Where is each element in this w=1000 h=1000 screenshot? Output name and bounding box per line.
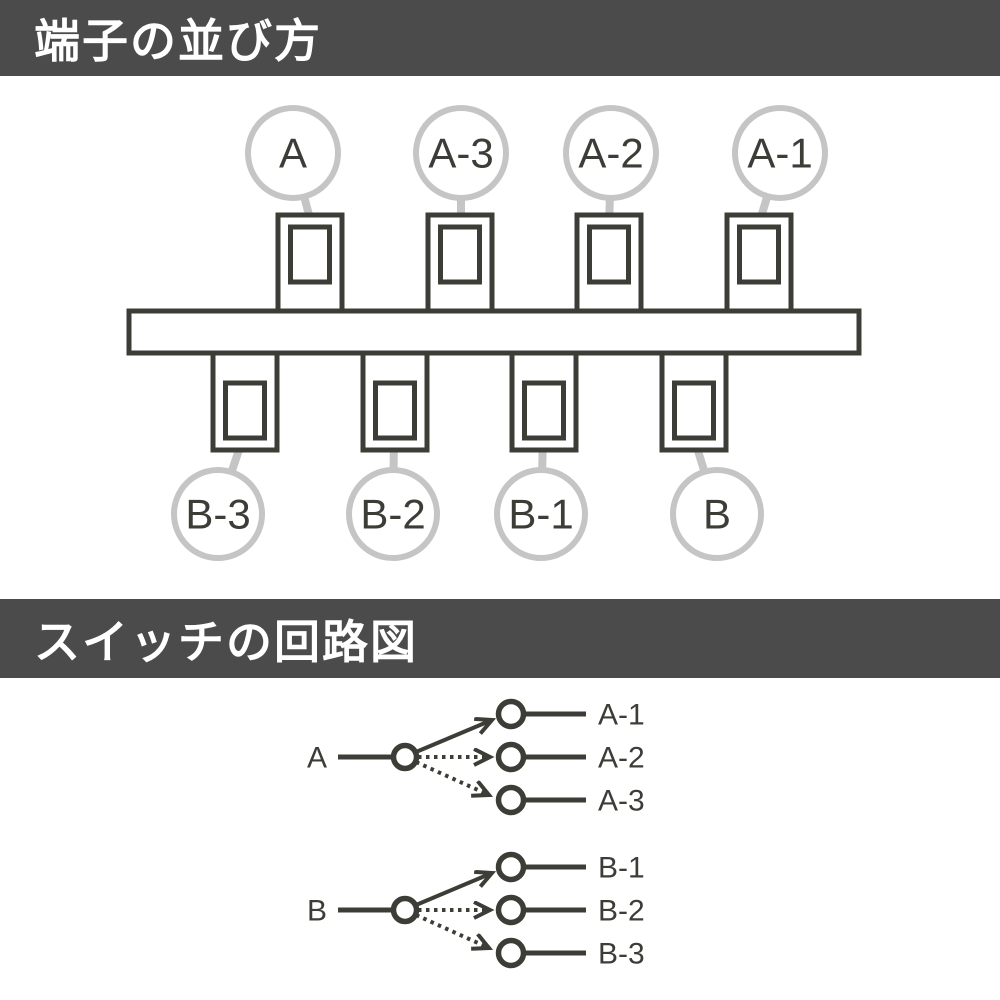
switch-a-output-node-a2 xyxy=(495,741,527,773)
section-header-terminals: 端子の並び方 xyxy=(0,0,1000,76)
switch-b-output-label-b1: B-1 xyxy=(598,852,645,885)
terminal-block-b1 xyxy=(509,350,579,453)
switch-a-output-node-a1 xyxy=(495,698,527,730)
terminal-slot-a xyxy=(288,224,332,285)
circle-label-a1: A-1 xyxy=(747,130,812,177)
switch-a-arrow-solid-a1 xyxy=(415,720,492,754)
switch-b-common-node xyxy=(390,895,420,925)
switch-a-output-label-a3: A-3 xyxy=(598,785,645,818)
switch-b-output-node-b1 xyxy=(495,851,527,883)
circle-a xyxy=(245,105,341,201)
switch-a-output-label-a1: A-1 xyxy=(598,699,645,732)
switch-b-output-node-b2 xyxy=(495,894,527,926)
section-title-circuit: スイッチの回路図 xyxy=(34,615,418,668)
circle-a2 xyxy=(563,105,659,201)
top-callout-circles: A A-3 A-2 A-1 xyxy=(245,105,828,201)
circle-label-a3: A-3 xyxy=(428,130,493,177)
terminal-slot-a2 xyxy=(587,224,631,285)
terminal-slot-b3 xyxy=(223,380,267,441)
circle-b2 xyxy=(346,467,440,561)
terminal-slot-a3 xyxy=(438,224,482,285)
circle-a3 xyxy=(413,105,509,201)
switch-b-output-node-b3 xyxy=(495,937,527,969)
circle-label-b: B xyxy=(703,491,731,538)
switch-b-arrow-solid-b1 xyxy=(415,873,492,907)
switch-b-arrow-dotted-b3 xyxy=(415,913,489,948)
switch-a-common-node xyxy=(390,742,420,772)
terminal-arrangement-diagram: A A-3 A-2 A-1 B-3 B-2 B-1 B xyxy=(126,105,862,561)
switch-a-output-label-a2: A-2 xyxy=(598,742,645,775)
section-title-terminals: 端子の並び方 xyxy=(34,15,322,67)
switch-a-arrow-dotted-a3 xyxy=(415,760,489,795)
circle-label-b1: B-1 xyxy=(508,491,573,538)
bottom-terminal-blocks xyxy=(210,350,729,453)
circle-a1 xyxy=(732,105,828,201)
switch-circuit-diagram: A A-1 A-2 A-3 B xyxy=(307,699,645,971)
terminal-slot-b2 xyxy=(373,380,417,441)
switch-a-input-label: A xyxy=(307,742,327,775)
switch-b-output-label-b2: B-2 xyxy=(598,895,645,928)
terminal-slot-b xyxy=(672,380,716,441)
top-terminal-blocks xyxy=(275,212,794,314)
switch-a-output-node-a3 xyxy=(495,784,527,816)
circle-label-a: A xyxy=(279,130,307,177)
circle-label-a2: A-2 xyxy=(578,130,643,177)
switch-b-input-label: B xyxy=(307,895,327,928)
circle-b3 xyxy=(171,467,265,561)
terminal-block-b3 xyxy=(210,350,280,453)
circle-b1 xyxy=(494,467,588,561)
terminal-slot-a1 xyxy=(737,224,781,285)
circle-b xyxy=(670,467,764,561)
switch-b-output-label-b3: B-3 xyxy=(598,938,645,971)
terminal-block-b xyxy=(659,350,729,453)
switch-b: B B-1 B-2 B-3 xyxy=(307,852,645,971)
circle-label-b2: B-2 xyxy=(360,491,425,538)
terminal-block-b2 xyxy=(360,350,430,453)
bus-bar xyxy=(126,308,862,356)
circle-label-b3: B-3 xyxy=(185,491,250,538)
switch-a: A A-1 A-2 A-3 xyxy=(307,699,645,818)
section-header-circuit: スイッチの回路図 xyxy=(0,599,1000,678)
terminal-slot-b1 xyxy=(522,380,566,441)
bottom-callout-circles: B-3 B-2 B-1 B xyxy=(171,467,764,561)
